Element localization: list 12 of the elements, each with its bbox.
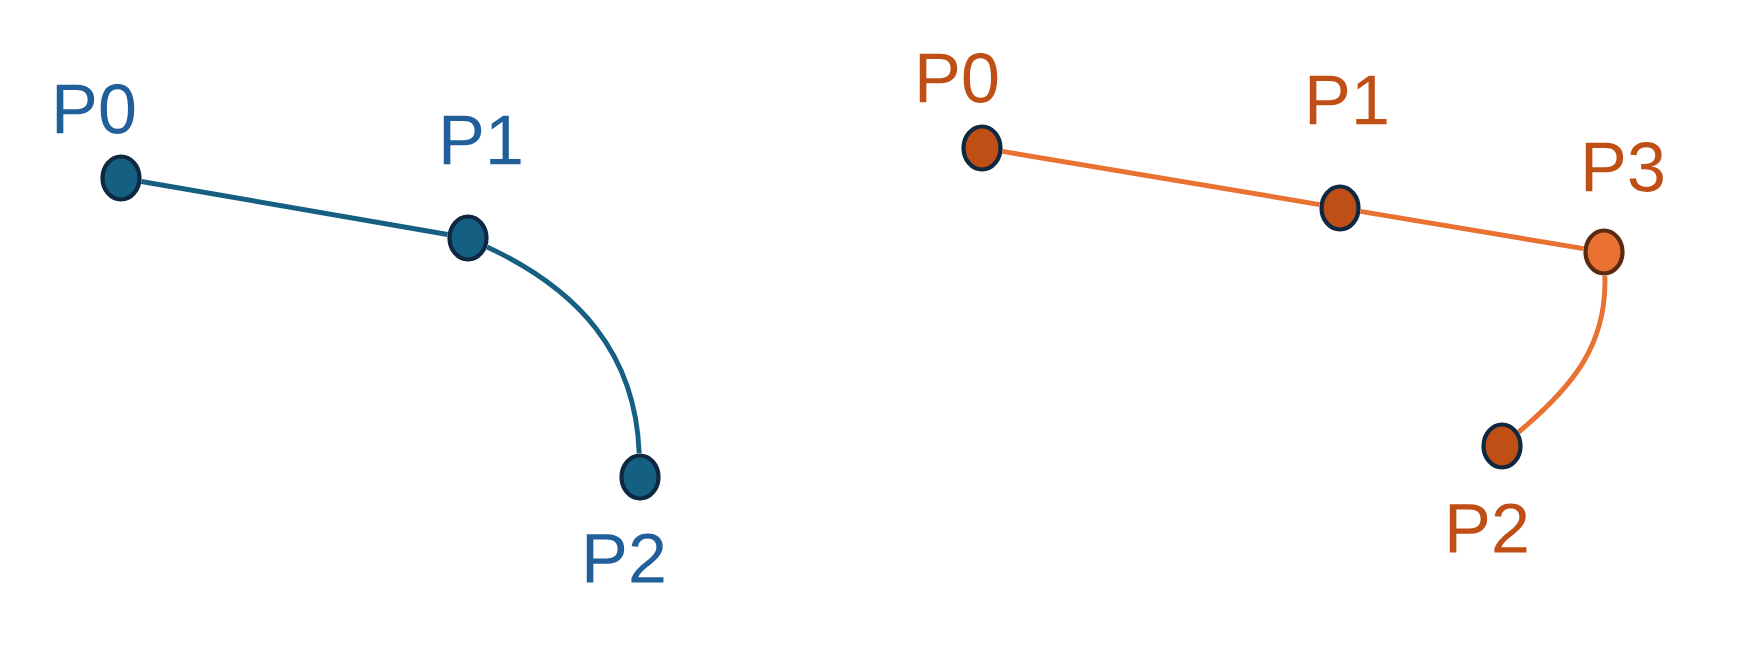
point-label: P2 bbox=[1449, 503, 1527, 553]
point-label: P2 bbox=[586, 533, 664, 583]
connector-line bbox=[486, 244, 642, 454]
connector-line bbox=[1002, 149, 1321, 207]
connector-line bbox=[1517, 275, 1608, 434]
point-label: P1 bbox=[1309, 75, 1387, 125]
connector-line bbox=[1360, 208, 1585, 252]
connector-line bbox=[140, 179, 449, 237]
point-label: P1 bbox=[443, 115, 521, 165]
point-label: P3 bbox=[1585, 142, 1663, 192]
point-label: P0 bbox=[919, 53, 998, 103]
point-label: P0 bbox=[56, 84, 135, 134]
